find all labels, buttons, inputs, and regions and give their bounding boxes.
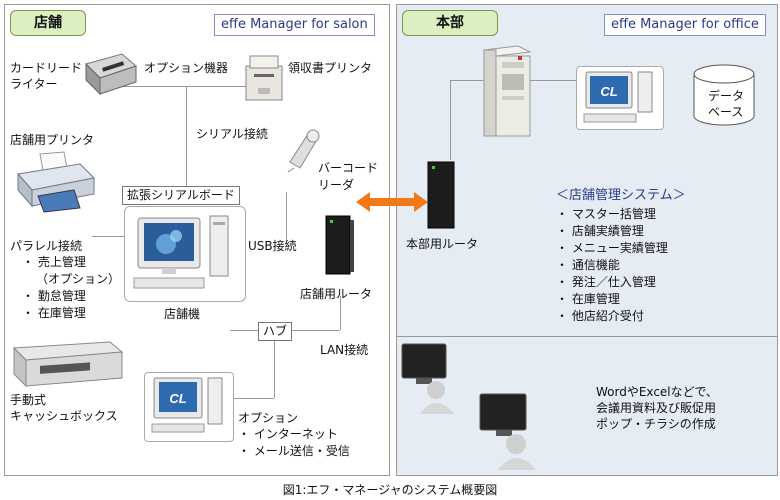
- system-list: ・ マスター括管理 ・ 店舗実績管理 ・ メニュー実績管理 ・ 通信機能 ・ 発…: [556, 206, 668, 325]
- option-item: ・ インターネット: [238, 427, 338, 441]
- database-label-1: データ: [708, 89, 745, 103]
- line-router-down: [340, 296, 341, 330]
- hq-divider: [396, 336, 777, 337]
- database-icon: [693, 64, 755, 126]
- office-user-icon: [401, 343, 454, 414]
- hq-brand: effe Manager for office: [604, 14, 766, 36]
- store-router-icon: [325, 215, 354, 275]
- store-router-label: 店舗用ルータ: [300, 287, 373, 301]
- system-item: ・ 店舗実績管理: [556, 224, 644, 238]
- system-item: ・ マスター括管理: [556, 207, 656, 221]
- system-title: ＜店舗管理システム＞: [556, 188, 686, 203]
- card-reader-icon: [85, 53, 137, 96]
- store-pc-label: 店舗機: [164, 307, 201, 321]
- hub-box: ハブ: [258, 322, 293, 341]
- line-usb: [286, 192, 287, 242]
- hq-router-label: 本部用ルータ: [406, 237, 479, 251]
- option-pc-icon: CL: [151, 377, 223, 433]
- svg-text:CL: CL: [600, 84, 617, 99]
- receipt-printer-label: 領収書プリンタ: [288, 61, 373, 75]
- option-devices-label: オプション機器: [144, 61, 229, 75]
- office-text-3: ポップ・チラシの作成: [596, 417, 716, 431]
- option-item: ・ メール送信・受信: [238, 444, 350, 458]
- server-icon: [482, 45, 532, 137]
- store-printer-label: 店舗用プリンタ: [10, 133, 95, 147]
- line-option-bus: [108, 86, 268, 87]
- store-pc-icon: [133, 215, 229, 289]
- line-serial: [186, 86, 187, 186]
- line-option-pc: [210, 398, 274, 399]
- cash-box-label-2: キャッシュボックス: [10, 409, 118, 423]
- hq-tag: 本部: [402, 10, 498, 36]
- line-hq-router: [450, 80, 451, 160]
- expansion-board-label: 拡張シリアルボード: [122, 186, 240, 205]
- store-tag: 店舗: [10, 10, 86, 36]
- parallel-item: ・ 売上管理: [22, 255, 86, 269]
- parallel-item: ・ 在庫管理: [22, 306, 86, 320]
- card-reader-label-1: カードリード: [10, 61, 83, 75]
- barcode-reader-icon: [287, 129, 320, 173]
- receipt-printer-icon: [245, 55, 283, 101]
- parallel-item: ・ 勤怠管理: [22, 289, 86, 303]
- system-item: ・ 在庫管理: [556, 292, 620, 306]
- parallel-list: ・ 売上管理 （オプション） ・ 勤怠管理 ・ 在庫管理: [22, 254, 120, 322]
- lan-label: LAN接続: [320, 343, 369, 357]
- office-text-1: WordやExcelなどで、: [596, 385, 718, 399]
- line-printer: [92, 236, 126, 237]
- store-brand: effe Manager for salon: [214, 14, 375, 36]
- barcode-label-2: リーダ: [318, 178, 355, 192]
- office-text-2: 会議用資料及び販促用: [596, 401, 717, 415]
- office-user-icon: [479, 393, 536, 470]
- cash-box-icon: [12, 341, 124, 388]
- card-reader-label-2: ライター: [10, 77, 58, 91]
- line-hub-option: [274, 338, 275, 398]
- system-item: ・ メニュー実績管理: [556, 241, 668, 255]
- system-item: ・ 発注／仕入管理: [556, 275, 656, 289]
- parallel-item: （オプション）: [36, 272, 121, 286]
- option-list: ・ インターネット ・ メール送信・受信: [238, 426, 350, 460]
- parallel-label: パラレル接続: [10, 239, 83, 253]
- hq-router-icon: [427, 161, 455, 229]
- barcode-label-1: バーコード: [318, 161, 379, 175]
- line-hub-router: [288, 330, 340, 331]
- usb-label: USB接続: [248, 239, 297, 253]
- option-title: オプション: [238, 411, 299, 425]
- line-pc-hub: [230, 330, 260, 331]
- svg-text:CL: CL: [169, 391, 186, 406]
- system-item: ・ 他店紹介受付: [556, 309, 644, 323]
- serial-label: シリアル接続: [196, 127, 268, 141]
- database-label-2: ベース: [708, 105, 744, 119]
- connection-arrow-icon: [356, 192, 428, 212]
- system-item: ・ 通信機能: [556, 258, 620, 272]
- cash-box-label-1: 手動式: [10, 393, 47, 407]
- hq-pc-icon: CL: [583, 71, 653, 123]
- figure-caption: 図1:エフ・マネージャのシステム概要図: [282, 483, 498, 497]
- store-printer-icon: [17, 151, 96, 213]
